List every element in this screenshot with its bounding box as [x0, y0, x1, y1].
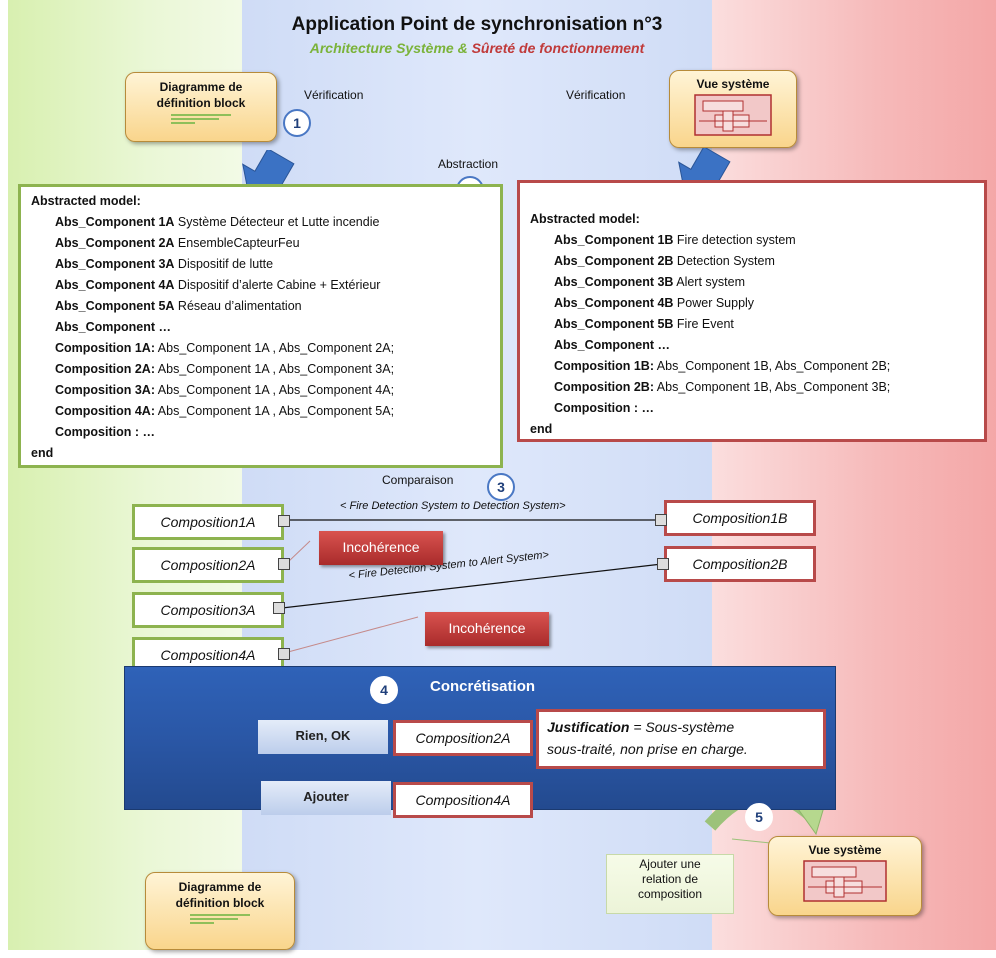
model-b-line: Composition 2B: Abs_Component 1B, Abs_Co…: [554, 380, 891, 394]
model-a-line: Composition : …: [55, 425, 155, 439]
ajouter-button[interactable]: Ajouter: [261, 781, 391, 815]
composition-2a-box[interactable]: Composition2A: [132, 547, 284, 583]
model-b-line: Composition 1B: Abs_Component 1B, Abs_Co…: [554, 359, 891, 373]
model-a-line: Abs_Component 2A EnsembleCapteurFeu: [55, 236, 300, 250]
concretisation-title: Concrétisation: [430, 678, 536, 695]
concret-composition-2a[interactable]: Composition2A: [393, 720, 533, 756]
model-a-header: Abstracted model:: [31, 194, 141, 208]
step-5-badge: 5: [745, 803, 773, 831]
model-a-end: end: [31, 446, 54, 460]
bdd-label-line1: Diagramme de: [159, 80, 243, 94]
step-4-badge: 4: [370, 676, 398, 704]
diagram-title: Application Point de synchronisation n°3: [291, 14, 663, 35]
add-relation-note: Ajouter une relation de composition: [606, 854, 734, 914]
vue-systeme-bottom[interactable]: Vue système: [768, 836, 922, 916]
bdd-bottom-thumbnail-icon: [190, 914, 250, 928]
rien-ok-button[interactable]: Rien, OK: [258, 720, 388, 754]
comparaison-label: Comparaison: [382, 473, 454, 487]
model-a-line: Abs_Component 5A Réseau d’alimentation: [55, 299, 302, 313]
composition-1b-box[interactable]: Composition1B: [664, 500, 816, 536]
model-b-line: Abs_Component 1B Fire detection system: [554, 233, 796, 247]
model-b-header: Abstracted model:: [530, 212, 640, 226]
model-b-line: Abs_Component …: [554, 338, 670, 352]
addrel-line3: composition: [637, 887, 703, 901]
model-a-line: Abs_Component 1A Système Détecteur et Lu…: [55, 215, 380, 229]
justification-bold: Justification: [547, 719, 630, 735]
step-1-badge: 1: [283, 109, 311, 137]
port-1b: [655, 514, 667, 526]
model-a-line: Abs_Component 3A Dispositif de lutte: [55, 257, 274, 271]
subtitle-surete: Sûreté de fonctionnement: [471, 40, 645, 56]
model-b-end: end: [530, 422, 553, 436]
model-a-line: Composition 3A: Abs_Component 1A , Abs_C…: [55, 383, 395, 397]
abstraction-label: Abstraction: [438, 157, 499, 171]
model-b-line: Composition : …: [554, 401, 654, 415]
verification-right-label: Vérification: [566, 88, 626, 102]
justification-line1: = Sous-système: [629, 719, 735, 735]
system-block-icon: [694, 94, 772, 136]
model-b-line: Abs_Component 2B Detection System: [554, 254, 775, 268]
diagram-subtitle: Architecture Système & Sûreté de fonctio…: [242, 40, 712, 56]
port-4a: [278, 648, 290, 660]
vue-systeme-top[interactable]: Vue système: [669, 70, 797, 148]
justification-box: Justification = Sous-système sous-traité…: [536, 709, 826, 769]
port-3a: [273, 602, 285, 614]
model-a-line: Abs_Component 4A Dispositif d’alerte Cab…: [55, 278, 381, 292]
addrel-line2: relation de: [641, 872, 699, 886]
composition-3a-box[interactable]: Composition3A: [132, 592, 284, 628]
composition-1a-box[interactable]: Composition1A: [132, 504, 284, 540]
model-a-line: Composition 2A: Abs_Component 1A , Abs_C…: [55, 362, 395, 376]
port-2a: [278, 558, 290, 570]
abstracted-model-b: Abstracted model: Abs_Component 1B Fire d…: [517, 180, 987, 442]
incoherence-badge-2: Incohérence: [425, 612, 549, 646]
composition-2b-box[interactable]: Composition2B: [664, 546, 816, 582]
bdd-thumbnail-icon: [171, 114, 231, 128]
model-b-line: Abs_Component 3B Alert system: [554, 275, 745, 289]
subtitle-amp: &: [453, 40, 472, 56]
verification-left-label: Vérification: [304, 88, 364, 102]
model-a-line: Composition 1A: Abs_Component 1A , Abs_C…: [55, 341, 395, 355]
bdd-document-bottom[interactable]: Diagramme de définition block: [145, 872, 295, 950]
incoherence-badge-1: Incohérence: [319, 531, 443, 565]
abstracted-model-a: Abstracted model: Abs_Component 1A Systèm…: [18, 184, 503, 468]
bdd-bottom-label-line2: définition block: [175, 896, 265, 910]
step-3-badge: 3: [487, 473, 515, 501]
subtitle-architecture: Architecture Système: [309, 40, 454, 56]
port-2b: [657, 558, 669, 570]
bdd-document-top[interactable]: Diagramme de définition block: [125, 72, 277, 142]
model-b-line: Abs_Component 4B Power Supply: [554, 296, 755, 310]
justification-line2: sous-traité, non prise en charge.: [547, 741, 748, 757]
concret-composition-4a[interactable]: Composition4A: [393, 782, 533, 818]
model-b-line: Abs_Component 5B Fire Event: [554, 317, 734, 331]
port-1a: [278, 515, 290, 527]
vue-systeme-label: Vue système: [696, 77, 770, 91]
link-1-label: < Fire Detection System to Detection Sys…: [340, 500, 566, 512]
vue-systeme-bottom-label: Vue système: [808, 843, 882, 857]
bdd-label-line2: définition block: [156, 96, 246, 110]
model-a-line: Abs_Component …: [55, 320, 171, 334]
bdd-bottom-label-line1: Diagramme de: [178, 880, 262, 894]
model-a-line: Composition 4A: Abs_Component 1A , Abs_C…: [55, 404, 395, 418]
addrel-line1: Ajouter une: [639, 857, 701, 871]
system-block-bottom-icon: [803, 860, 887, 902]
